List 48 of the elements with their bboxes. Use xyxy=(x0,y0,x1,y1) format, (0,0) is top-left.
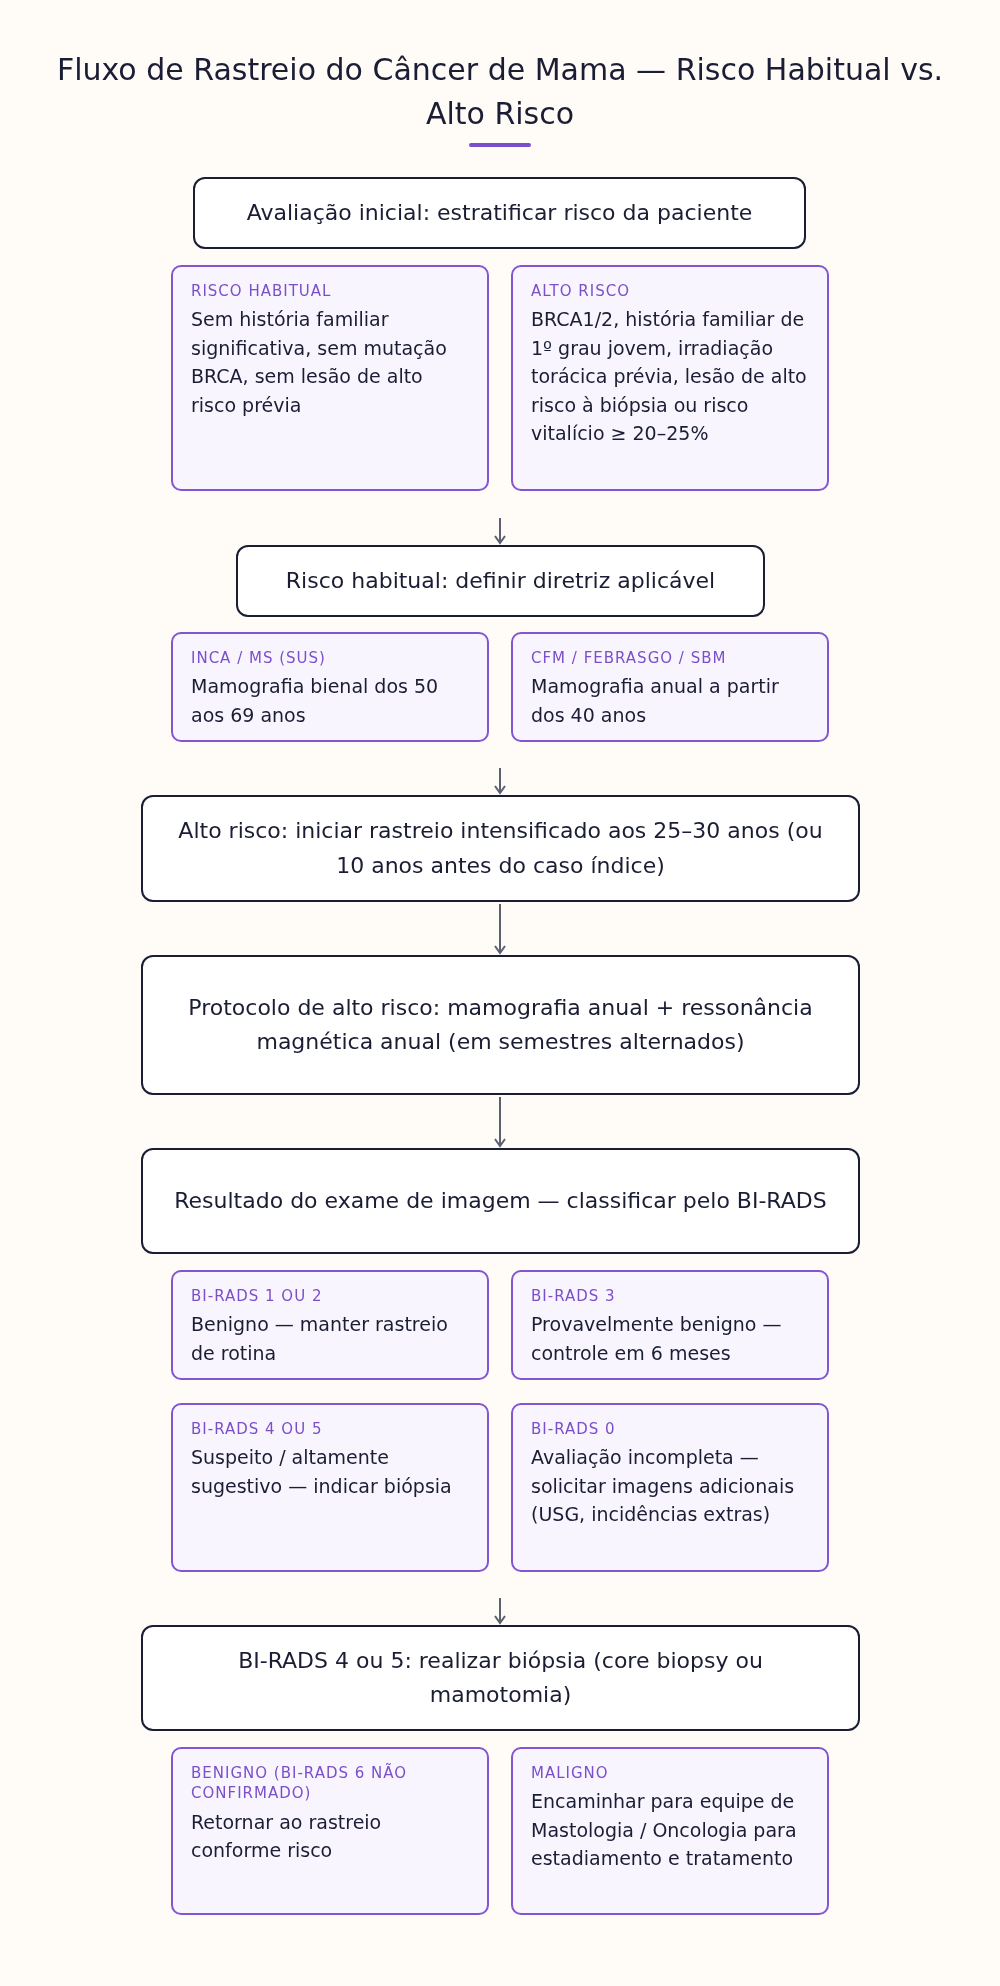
card-heading: MALIGNO xyxy=(531,1763,610,1784)
arrow xyxy=(494,1597,506,1624)
card-heading: BI-RADS 3 xyxy=(531,1286,617,1307)
process-box xyxy=(236,545,765,617)
step-text: BI-RADS 4 ou 5: realizar biópsia (core biopsy ou mamotomia) xyxy=(237,1646,764,1709)
info-card xyxy=(511,1270,829,1380)
card-heading: INCA / MS (SUS) xyxy=(191,648,327,669)
process-box xyxy=(141,1148,860,1254)
card-text: Avaliação incompleta — solicitar imagens adicionais (USG, incidências extras) xyxy=(531,1445,796,1528)
card-text: Retornar ao rastreio conforme risco xyxy=(191,1809,383,1863)
arrow xyxy=(494,903,506,954)
info-card xyxy=(171,1270,489,1380)
info-card xyxy=(511,1747,829,1915)
info-card xyxy=(511,265,829,491)
step-text: Resultado do exame de imagem — classificar pelo BI-RADS xyxy=(174,1186,827,1215)
info-card xyxy=(171,265,489,491)
process-box xyxy=(141,795,860,902)
arrow xyxy=(494,767,506,794)
process-box xyxy=(193,177,806,249)
info-card xyxy=(511,632,829,742)
info-card xyxy=(171,632,489,742)
card-text: Sem história familiar significativa, sem mutação BRCA, sem lesão de alto risco prévia xyxy=(191,307,448,418)
diagram-title: Fluxo de Rastreio do Câncer de Mama — Risco Habitual vs. Alto Risco xyxy=(55,51,945,133)
card-text: Benigno — manter rastreio de rotina xyxy=(191,1312,449,1366)
card-heading: BI-RADS 0 xyxy=(531,1419,617,1440)
arrow xyxy=(494,1096,506,1147)
card-text: Encaminhar para equipe de Mastologia / Oncologia para estadiamento e tratamento xyxy=(531,1789,798,1872)
step-text: Avaliação inicial: estratificar risco da paciente xyxy=(246,198,753,227)
card-heading: CFM / FEBRASGO / SBM xyxy=(531,648,728,669)
card-text: Provavelmente benigno — controle em 6 meses xyxy=(531,1312,783,1366)
step-text: Risco habitual: definir diretriz aplicável xyxy=(285,566,716,595)
step-text: Alto risco: iniciar rastreio intensificado aos 25–30 anos (ou 10 anos antes do caso índice) xyxy=(177,817,824,880)
card-heading: ALTO RISCO xyxy=(531,281,631,302)
step-text: Protocolo de alto risco: mamografia anual + ressonância magnética anual (em semestres alternados) xyxy=(187,993,814,1056)
card-heading: BI-RADS 4 OU 5 xyxy=(191,1419,324,1440)
card-text: BRCA1/2, história familiar de 1º grau jovem, irradiação torácica prévia, lesão de alto risco à biópsia ou risco vitalício ≥ 20–25% xyxy=(531,307,808,447)
info-card xyxy=(171,1747,489,1915)
info-card xyxy=(171,1403,489,1572)
card-text: Mamografia anual a partir dos 40 anos xyxy=(531,674,780,728)
card-heading: BENIGNO (BI-RADS 6 NÃO CONFIRMADO) xyxy=(191,1763,409,1804)
card-text: Suspeito / altamente sugestivo — indicar biópsia xyxy=(191,1445,453,1499)
arrow xyxy=(494,517,506,544)
card-text: Mamografia bienal dos 50 aos 69 anos xyxy=(191,674,440,728)
process-box xyxy=(141,1625,860,1731)
info-card xyxy=(511,1403,829,1572)
process-box xyxy=(141,955,860,1095)
card-heading: BI-RADS 1 OU 2 xyxy=(191,1286,324,1307)
card-heading: RISCO HABITUAL xyxy=(191,281,333,302)
